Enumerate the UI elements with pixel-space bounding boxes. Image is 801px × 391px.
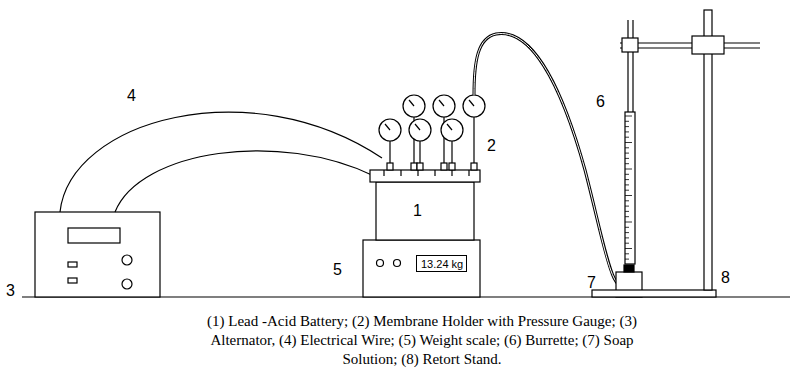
electrical-wire (115, 151, 374, 212)
alternator-switch (68, 278, 77, 283)
alternator-switch (68, 262, 77, 267)
callout-number: 1 (413, 203, 422, 219)
scale-knob (377, 260, 384, 267)
burette-top (632, 20, 633, 112)
clamp-arm (620, 47, 760, 48)
alternator-display (68, 228, 120, 243)
figure-caption: (1) Lead -Acid Battery; (2) Membrane Hol… (186, 312, 658, 369)
alternator-knob (122, 279, 132, 289)
clamp-arm (620, 42, 760, 43)
callout-number: 5 (333, 262, 342, 278)
pressure-gauges (379, 95, 485, 170)
callout-number: 6 (596, 94, 605, 110)
tube-bore (474, 34, 630, 288)
lead-acid-battery (376, 182, 474, 240)
lid-ticks (384, 170, 469, 176)
scale-knob (394, 260, 401, 267)
weight-scale (363, 240, 480, 297)
bottle-cap (624, 265, 634, 272)
battery-lid (370, 170, 480, 182)
tube (474, 34, 630, 288)
callout-number: 8 (721, 270, 730, 286)
scale-reading: 13.24 kg (421, 259, 462, 270)
clamp-boss (692, 36, 724, 54)
alternator-knob (122, 255, 132, 265)
callout-number: 4 (127, 88, 136, 104)
burette (625, 112, 635, 264)
burette-top (627, 20, 628, 112)
callout-number: 3 (6, 283, 15, 299)
callout-number: 7 (587, 275, 596, 291)
alternator-housing (35, 212, 160, 297)
callout-number: 2 (487, 138, 496, 154)
burette-clamp (622, 38, 638, 52)
electrical-wire (60, 112, 382, 212)
burette-graduations (625, 116, 632, 259)
scale-display: 13.24 kg (416, 255, 467, 272)
stand-base (592, 290, 716, 297)
